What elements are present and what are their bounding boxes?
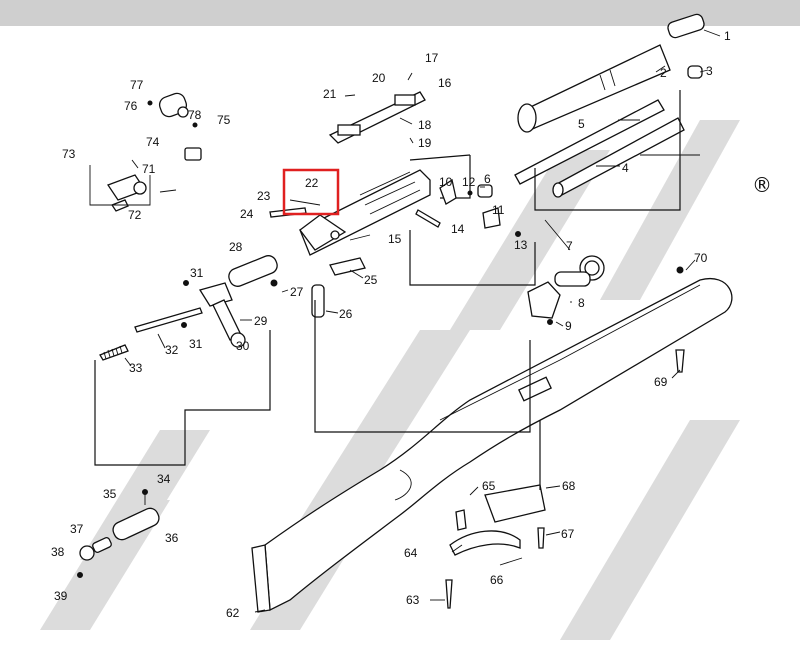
bolt-group — [527, 255, 605, 325]
part-label-8: 8 — [578, 296, 585, 310]
part-labels: 1 2 3 5 4 6 7 8 9 10 11 12 13 14 15 16 1… — [51, 29, 731, 620]
highlight-box — [282, 168, 340, 216]
part-label-31-bottom: 31 — [189, 337, 203, 351]
part-label-77: 77 — [130, 78, 144, 92]
part-label-25: 25 — [364, 273, 378, 287]
part-label-37: 37 — [70, 522, 84, 536]
part-label-74: 74 — [146, 135, 160, 149]
part-label-39: 39 — [54, 589, 68, 603]
part-label-15: 15 — [388, 232, 402, 246]
part-label-7: 7 — [566, 239, 573, 253]
bolt-parts-left — [94, 255, 278, 466]
part-label-30: 30 — [236, 339, 250, 353]
receiver-assembly — [269, 91, 471, 318]
part-label-38: 38 — [51, 545, 65, 559]
part-label-36: 36 — [165, 531, 179, 545]
part-label-23: 23 — [257, 189, 271, 203]
part-label-3: 3 — [706, 64, 713, 78]
part-label-10: 10 — [439, 175, 453, 189]
part-label-11: 11 — [492, 203, 505, 217]
part-label-66: 66 — [490, 573, 504, 587]
part-label-34: 34 — [157, 472, 171, 486]
stock — [251, 266, 733, 613]
part-label-4: 4 — [622, 161, 629, 175]
part-label-26: 26 — [339, 307, 353, 321]
part-label-62: 62 — [226, 606, 240, 620]
part-label-64: 64 — [404, 546, 418, 560]
part-label-65: 65 — [482, 479, 496, 493]
part-label-31-top: 31 — [190, 266, 204, 280]
part-label-12: 12 — [462, 175, 476, 189]
top-bar — [0, 0, 800, 26]
part-label-14: 14 — [451, 222, 465, 236]
part-label-68: 68 — [562, 479, 576, 493]
leader-lines — [124, 29, 721, 613]
part-label-75: 75 — [217, 113, 231, 127]
part-label-32: 32 — [165, 343, 179, 357]
part-label-18: 18 — [418, 118, 432, 132]
part-label-24: 24 — [240, 207, 254, 221]
part-label-17: 17 — [425, 51, 439, 65]
part-label-76: 76 — [124, 99, 138, 113]
part-label-22: 22 — [305, 176, 319, 190]
part-label-71: 71 — [142, 162, 156, 176]
part-label-27: 27 — [290, 285, 304, 299]
barrel-assembly — [514, 13, 705, 211]
part-label-6: 6 — [484, 172, 491, 186]
part-label-33: 33 — [129, 361, 143, 375]
small-parts-center — [409, 178, 536, 286]
part-label-35: 35 — [103, 487, 117, 501]
part-label-5: 5 — [578, 117, 585, 131]
trigger-guard-group — [445, 420, 546, 609]
part-label-13: 13 — [514, 238, 528, 252]
part-label-69: 69 — [654, 375, 668, 389]
part-label-21: 21 — [323, 87, 337, 101]
part-label-78: 78 — [188, 108, 202, 122]
part-label-28: 28 — [229, 240, 243, 254]
firing-pin-group — [77, 489, 160, 578]
part-label-9: 9 — [565, 319, 572, 333]
sight-group — [89, 92, 202, 212]
part-label-20: 20 — [372, 71, 386, 85]
part-label-1: 1 — [724, 29, 731, 43]
registered-mark: ® — [752, 173, 772, 197]
part-label-16: 16 — [438, 76, 452, 90]
part-label-29: 29 — [254, 314, 268, 328]
part-label-70: 70 — [694, 251, 708, 265]
part-label-2: 2 — [660, 66, 667, 80]
part-label-19: 19 — [418, 136, 432, 150]
part-label-67: 67 — [561, 527, 575, 541]
part-label-63: 63 — [406, 593, 420, 607]
part-label-72: 72 — [128, 208, 142, 222]
part-label-73: 73 — [62, 147, 76, 161]
